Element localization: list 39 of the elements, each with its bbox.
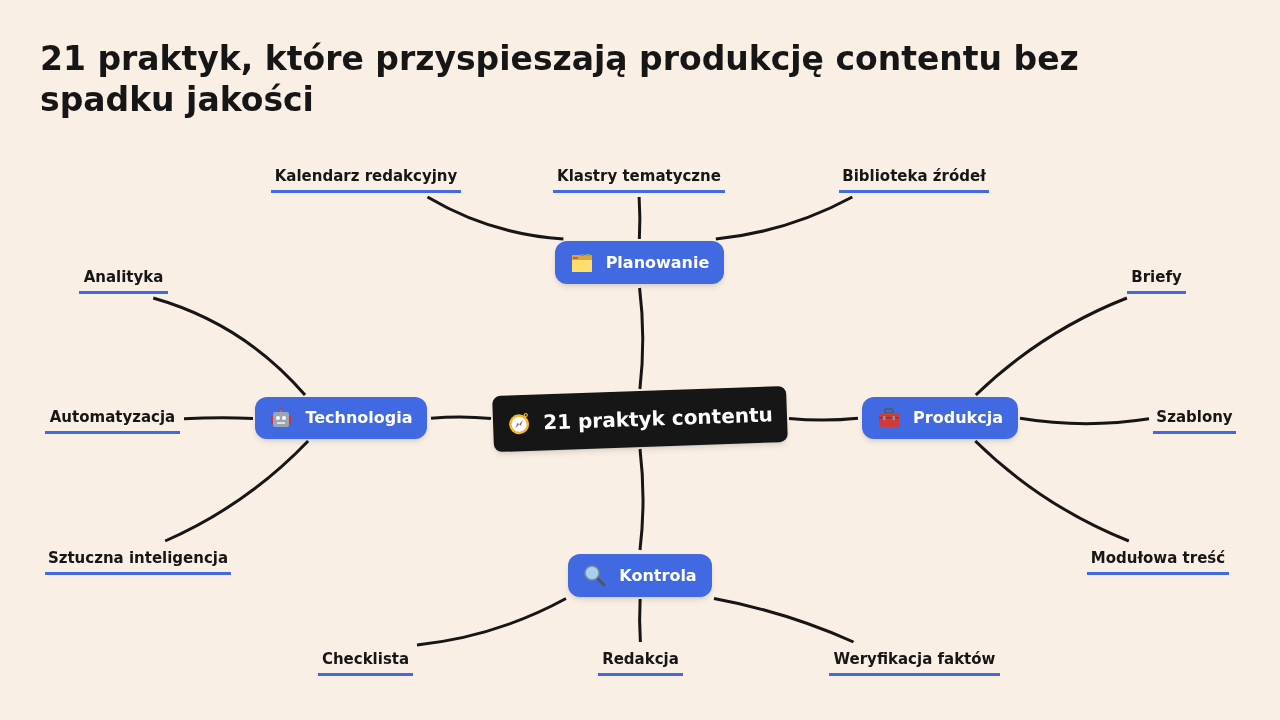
underlined-subtopic: Modułowa treść: [1087, 545, 1229, 575]
connector-line: [152, 296, 307, 396]
connector-line: [183, 416, 254, 421]
connector-line: [164, 439, 310, 543]
connector-line: [426, 195, 564, 241]
branch-topic-box: [568, 554, 712, 597]
underlined-subtopic: Analityka: [79, 264, 168, 294]
connector-line: [638, 448, 645, 551]
underlined-subtopic: Redakcja: [598, 646, 683, 676]
underlined-subtopic: Klastry tematyczne: [553, 163, 725, 193]
connector-line: [637, 196, 642, 240]
central-topic-box: [492, 385, 788, 453]
connector-line: [788, 416, 859, 422]
title: 21 praktyk, które przyspieszają produkcję contentu bez spadku jakości: [40, 38, 1080, 120]
underlined-subtopic: Checklista: [318, 646, 413, 676]
connector-line: [974, 296, 1128, 397]
node-label: Produkcja: [913, 407, 1003, 429]
underlined-subtopic: Sztuczna inteligencja: [45, 545, 231, 575]
connector-line: [1019, 416, 1150, 426]
underlined-subtopic: Biblioteka źródeł: [839, 163, 989, 193]
connector-line: [713, 597, 855, 644]
connector-line: [715, 195, 853, 241]
node-label: Kontrola: [619, 564, 697, 587]
connector-line: [416, 597, 567, 647]
connector-line: [638, 598, 642, 643]
underlined-subtopic: Kalendarz redakcyjny: [271, 163, 461, 193]
node-label: Technologia: [305, 407, 413, 429]
underlined-subtopic: Weryfikacja faktów: [829, 646, 1000, 676]
underlined-subtopic: Briefy: [1127, 264, 1186, 294]
node-label: Planowanie: [605, 251, 710, 274]
node-label: 21 praktyk contentu: [542, 401, 774, 437]
connector-line: [430, 415, 492, 420]
connector-line: [638, 287, 645, 390]
branch-topic-box: [255, 397, 427, 439]
underlined-subtopic: Automatyzacja: [45, 404, 180, 434]
underlined-subtopic: Szablony: [1153, 404, 1236, 434]
branch-topic-box: [555, 241, 724, 284]
connector-line: [974, 439, 1130, 543]
branch-topic-box: [862, 397, 1018, 439]
